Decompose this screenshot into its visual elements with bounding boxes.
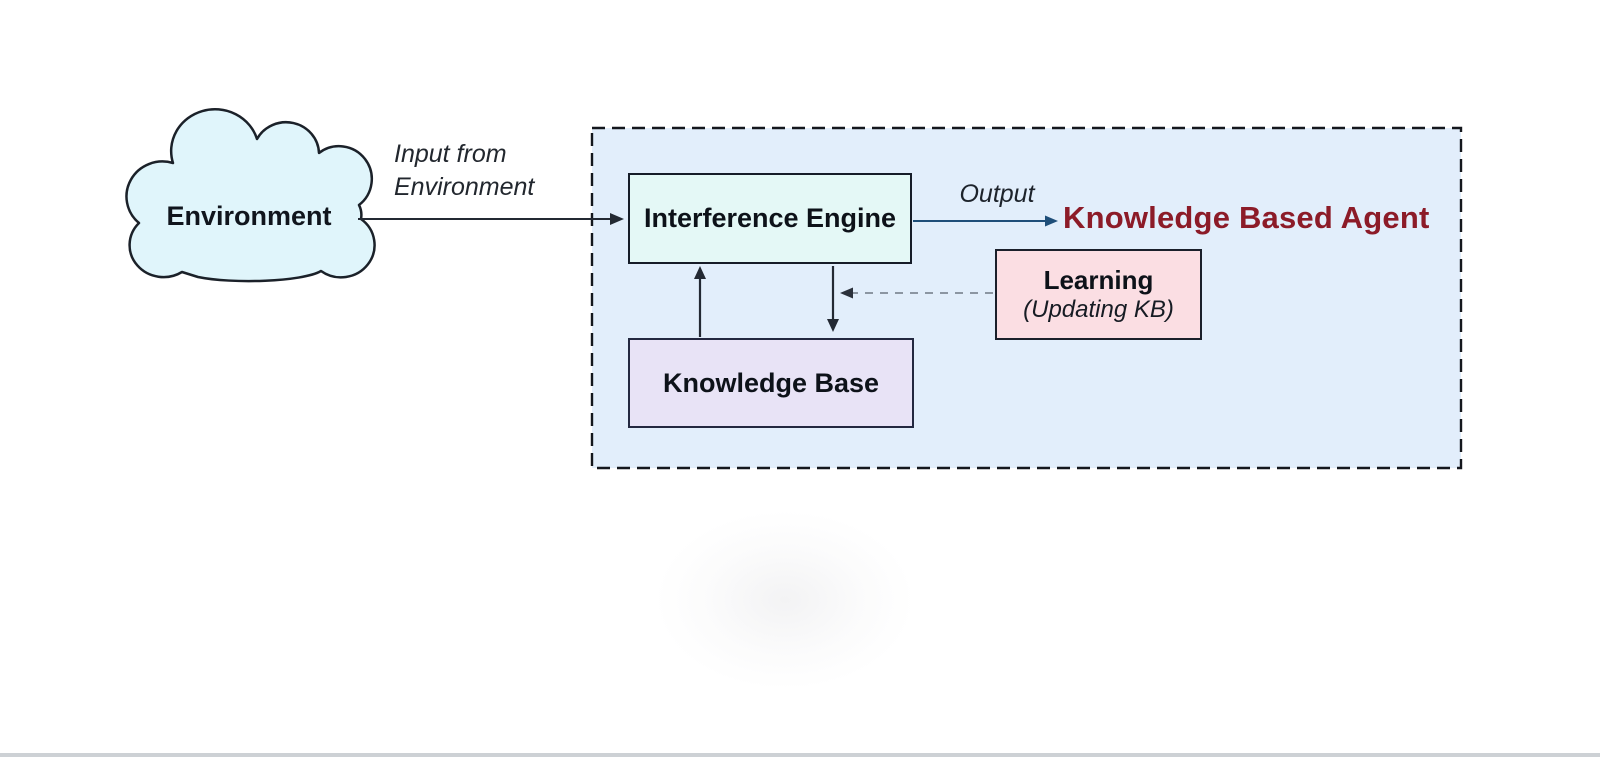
kb-to-engine-arrow <box>694 266 706 337</box>
inference-engine-label: Interference Engine <box>643 203 897 233</box>
input-label-line2: Environment <box>394 173 535 201</box>
environment-label: Environment <box>166 201 332 231</box>
output-arrow <box>913 215 1058 227</box>
bottom-edge-strip <box>0 753 1600 757</box>
input-arrow <box>358 213 624 225</box>
knowledge-base-label: Knowledge Base <box>662 367 880 398</box>
learning-title: Learning <box>1043 265 1154 295</box>
agent-title: Knowledge Based Agent <box>1063 200 1430 235</box>
learning-feedback-arrow <box>840 287 993 299</box>
learning-subtitle: (Updating KB) <box>1023 296 1174 323</box>
faint-watermark-smudge <box>655 510 915 690</box>
environment-cloud-icon <box>125 108 376 283</box>
input-label-line1: Input from <box>394 140 507 168</box>
output-arrow-label: Output <box>959 180 1035 208</box>
inference-engine-box: Interference Engine <box>628 173 912 264</box>
learning-box: Learning (Updating KB) <box>995 249 1202 340</box>
input-arrow-label: Input from Environment <box>394 138 534 204</box>
knowledge-base-box: Knowledge Base <box>628 338 914 428</box>
engine-to-kb-arrow <box>827 266 839 332</box>
